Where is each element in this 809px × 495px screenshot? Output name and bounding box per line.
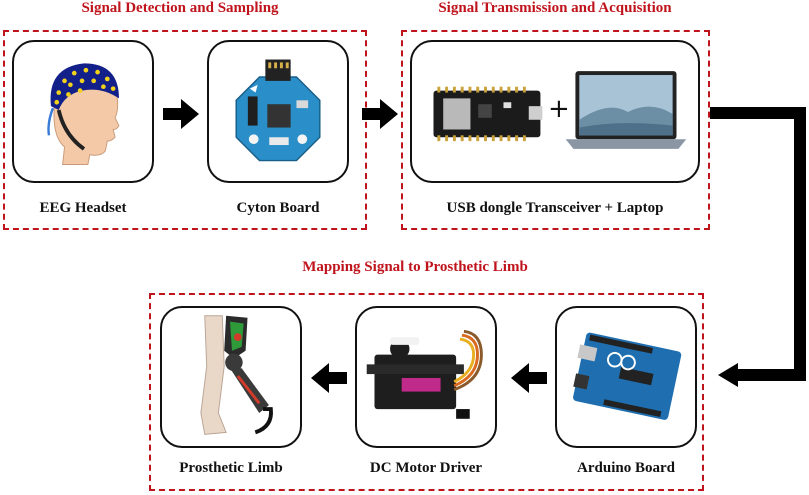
dc-motor-driver-label: DC Motor Driver [369, 460, 483, 476]
prosthetic-limb-label: Prosthetic Limb [179, 460, 283, 476]
eeg-headset-label: EEG Headset [39, 200, 127, 216]
cyton-board-label: Cyton Board [236, 200, 320, 216]
section-title-mapping: Mapping Signal to Prosthetic Limb [302, 259, 528, 275]
usb-laptop-label: USB dongle Transceiver + Laptop [446, 200, 664, 216]
usb-laptop-card [410, 40, 700, 183]
arrow-laptop-to-arduino [710, 107, 806, 387]
arrow-eeg-to-cyton [163, 99, 199, 129]
group-mapping [149, 293, 704, 491]
dc-motor-driver-card [355, 306, 497, 448]
prosthetic-leg-icon [200, 315, 273, 435]
group-detection [3, 30, 367, 230]
section-title-detection: Signal Detection and Sampling [81, 0, 279, 16]
arrow-cyton-to-usb [362, 99, 398, 129]
arrow-motor-to-limb [311, 363, 347, 393]
arduino-board-label: Arduino Board [577, 460, 675, 476]
usb-dongle-icon [433, 86, 543, 142]
eeg-headset-icon [47, 63, 120, 165]
prosthetic-limb-card [160, 306, 302, 448]
arrow-arduino-to-motor [511, 363, 547, 393]
group-transmission [401, 30, 710, 230]
eeg-headset-card [12, 40, 154, 183]
section-title-transmission: Signal Transmission and Acquisition [438, 0, 672, 16]
servo-motor-icon [366, 329, 483, 419]
laptop-icon [565, 71, 687, 149]
arduino-board-icon [573, 332, 682, 420]
cyton-board-icon [235, 59, 321, 162]
arduino-board-card [555, 306, 697, 448]
cyton-board-card [207, 40, 349, 183]
plus-sign: + [548, 94, 570, 124]
